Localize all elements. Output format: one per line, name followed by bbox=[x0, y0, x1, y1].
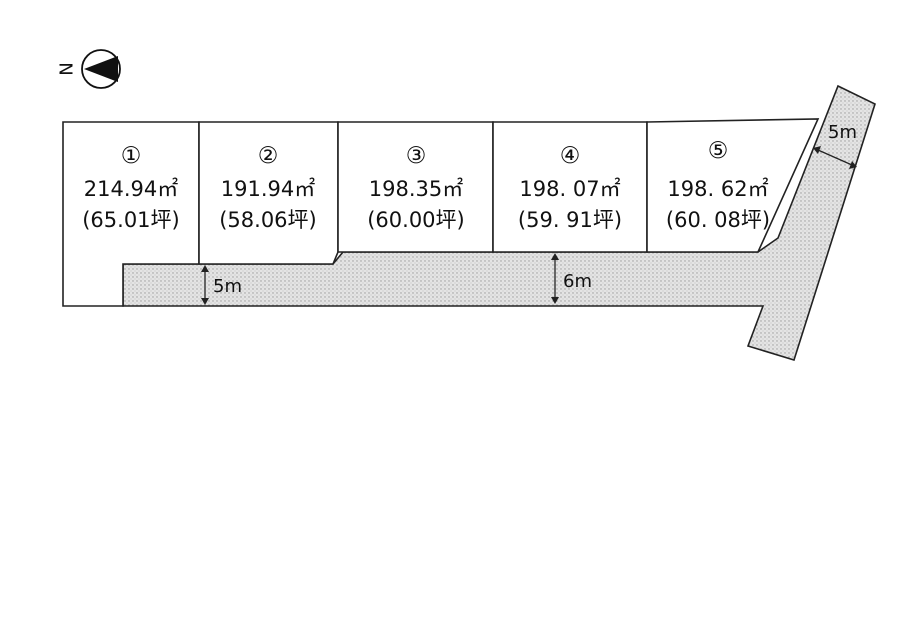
lot-1-label: ① 214.94㎡ (65.01坪) bbox=[82, 143, 180, 232]
lot-5-area-sqm: 198. 62㎡ bbox=[667, 177, 768, 201]
lot-5 bbox=[646, 118, 820, 253]
lot-1-area-tsubo: (65.01坪) bbox=[82, 208, 180, 232]
lot-3-label: ③ 198.35㎡ (60.00坪) bbox=[367, 143, 465, 232]
lot-5-label: ⑤ 198. 62㎡ (60. 08坪) bbox=[666, 138, 770, 232]
compass-north-label: N bbox=[57, 62, 78, 75]
lot-4-label: ④ 198. 07㎡ (59. 91坪) bbox=[518, 143, 622, 232]
lot-3-area-tsubo: (60.00坪) bbox=[367, 208, 465, 232]
lot-3-number: ③ bbox=[406, 143, 427, 169]
lot-2-area-tsubo: (58.06坪) bbox=[219, 208, 317, 232]
side-road-width: 5m bbox=[828, 122, 857, 143]
road bbox=[122, 84, 876, 361]
lot-4-area-sqm: 198. 07㎡ bbox=[519, 177, 620, 201]
lot-5-area-tsubo: (60. 08坪) bbox=[666, 208, 770, 232]
lot-4-area-tsubo: (59. 91坪) bbox=[518, 208, 622, 232]
lot-5-number: ⑤ bbox=[708, 138, 729, 164]
lot-4-number: ④ bbox=[560, 143, 581, 169]
access-road-width: 5m bbox=[213, 276, 242, 297]
lot-1-area-sqm: 214.94㎡ bbox=[84, 177, 178, 201]
north-arrow-icon bbox=[84, 56, 118, 82]
lot-2 bbox=[198, 121, 339, 265]
compass: N bbox=[57, 49, 121, 89]
lot-2-area-sqm: 191.94㎡ bbox=[221, 177, 315, 201]
side-road-dimension: 5m bbox=[813, 122, 857, 169]
lot-1-number: ① bbox=[121, 143, 142, 169]
lot-2-number: ② bbox=[258, 143, 279, 169]
access-road-dimension: 5m bbox=[201, 265, 242, 305]
main-road-dimension: 6m bbox=[551, 253, 592, 304]
lot-3-area-sqm: 198.35㎡ bbox=[369, 177, 463, 201]
lot-2-label: ② 191.94㎡ (58.06坪) bbox=[219, 143, 317, 232]
main-road-width: 6m bbox=[563, 271, 592, 292]
